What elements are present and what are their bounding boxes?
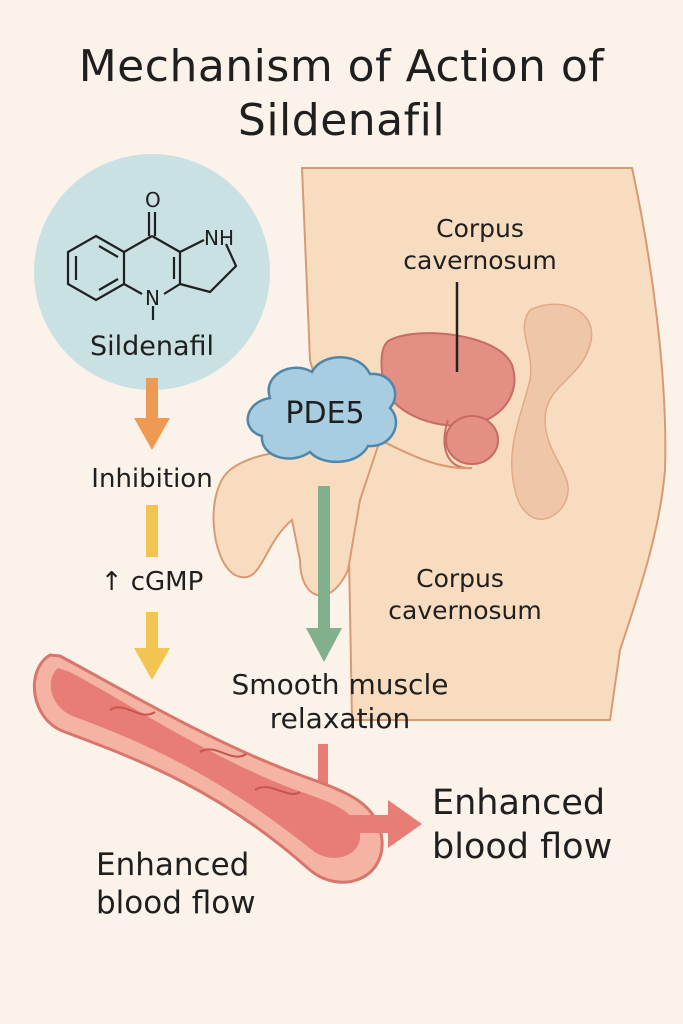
atom-n-label: N bbox=[145, 286, 160, 310]
cgmp-label: ↑ cGMP bbox=[100, 567, 204, 597]
title-line-2: Sildenafil bbox=[237, 95, 446, 146]
smooth-muscle-line-2: relaxation bbox=[269, 702, 411, 735]
corpus-top-line-1: Corpus bbox=[436, 214, 524, 243]
molecule-name: Sildenafil bbox=[89, 331, 215, 362]
atom-o-label: O bbox=[145, 188, 161, 212]
blood-flow-right-line-2: blood flow bbox=[432, 827, 613, 867]
corpus-top-line-2: cavernosum bbox=[403, 246, 557, 275]
corpus-mid-line-1: Corpus bbox=[416, 564, 504, 593]
blood-vessel bbox=[33, 653, 384, 884]
molecule-structure bbox=[66, 212, 238, 320]
arrow-relaxation bbox=[306, 486, 342, 662]
smooth-muscle-line-1: Smooth muscle bbox=[231, 668, 449, 701]
arrow-blood-flow bbox=[330, 800, 422, 848]
corpus-mid-line-2: cavernosum bbox=[388, 596, 542, 625]
blood-flow-left-line-1: Enhanced bbox=[96, 847, 250, 883]
pde5-cloud bbox=[246, 356, 398, 464]
pde5-label: PDE5 bbox=[285, 396, 365, 431]
title-line-1: Mechanism of Action of bbox=[78, 41, 605, 92]
arrow-cgmp-connector bbox=[146, 505, 158, 557]
blood-flow-left-line-2: blood flow bbox=[96, 885, 256, 921]
corpus-organ bbox=[379, 332, 516, 470]
molecule-circle bbox=[34, 154, 270, 390]
inhibition-label: Inhibition bbox=[91, 464, 213, 494]
arrow-to-vessel bbox=[134, 612, 170, 680]
arrow-inhibition bbox=[134, 378, 170, 450]
blood-flow-right-line-1: Enhanced bbox=[432, 783, 606, 823]
arrow-connector-red bbox=[318, 744, 328, 784]
atom-nh-label: NH bbox=[204, 226, 234, 250]
